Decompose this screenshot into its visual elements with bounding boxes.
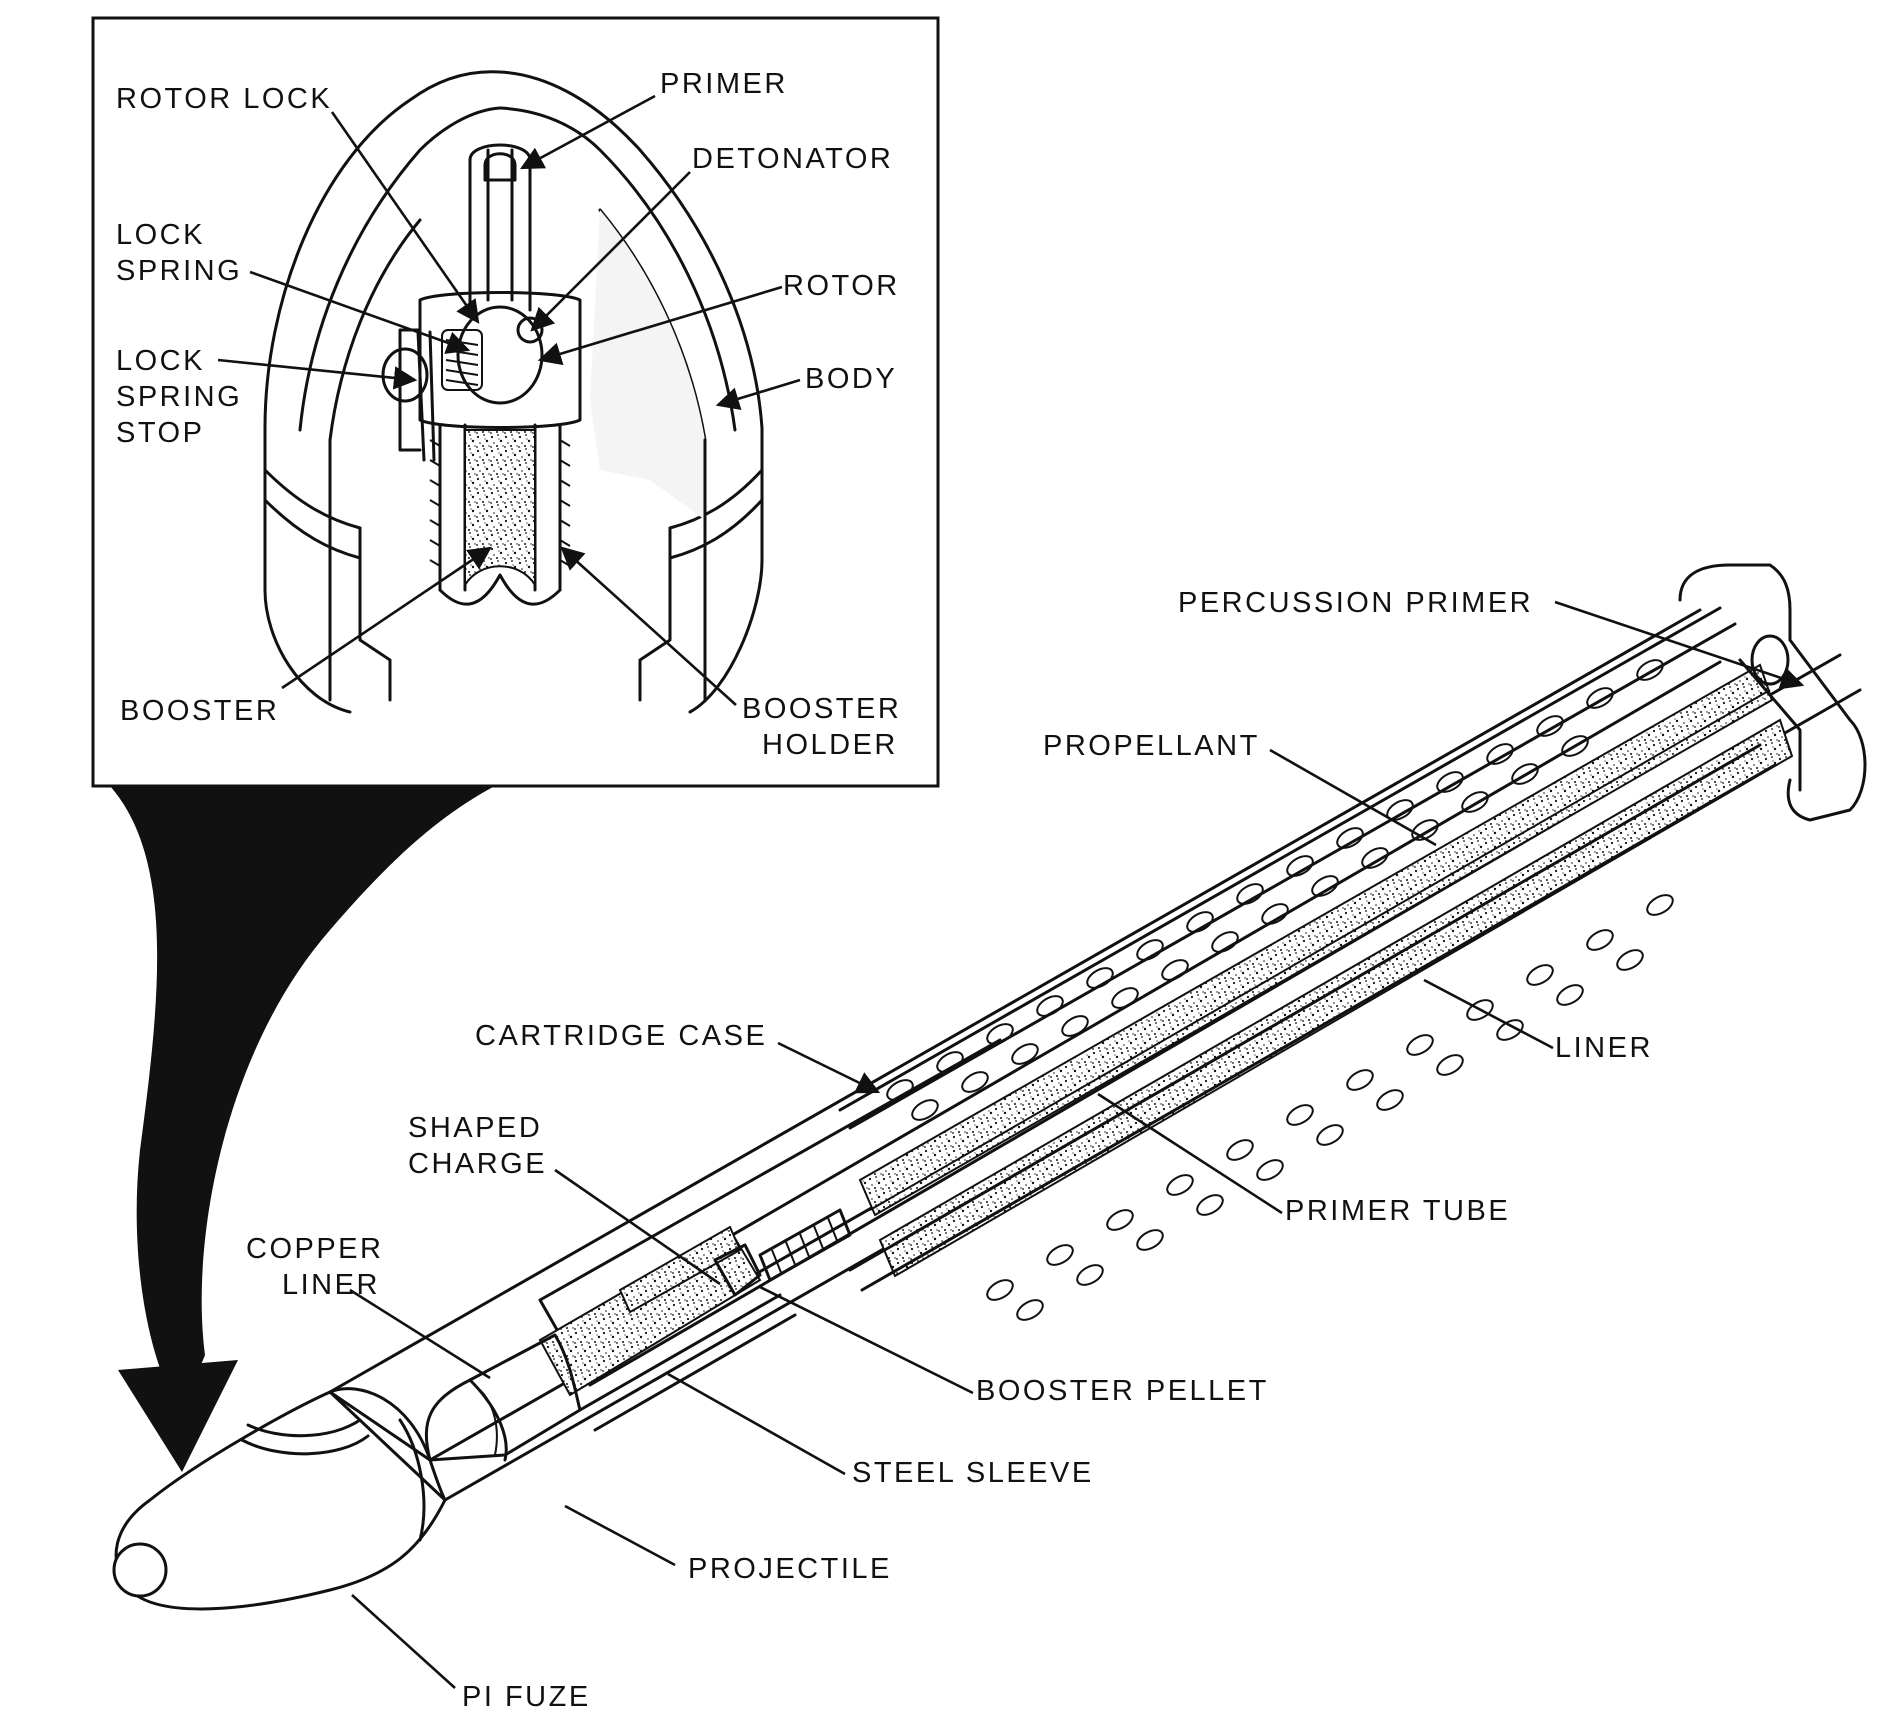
lock-spring-leader xyxy=(249,270,471,354)
case-perforations xyxy=(886,659,1664,1121)
booster-holder-leader xyxy=(560,546,737,706)
label-shaped-charge-line1: SHAPED xyxy=(408,1112,542,1144)
copper-liner-leader xyxy=(349,1288,491,1380)
label-pi-fuze: PI FUZE xyxy=(462,1681,591,1713)
lock-spring-stop-leader xyxy=(217,358,418,390)
projectile-leader xyxy=(564,1504,676,1567)
label-primer-tube: PRIMER TUBE xyxy=(1285,1195,1510,1227)
liner-leader xyxy=(1423,978,1554,1050)
steel-sleeve-leader xyxy=(667,1372,846,1476)
label-percussion-primer: PERCUSSION PRIMER xyxy=(1178,587,1533,619)
main-leaders xyxy=(349,600,1805,1689)
cartridge-cutaway-icon xyxy=(112,563,1867,1611)
shaped-charge-leader xyxy=(554,1168,721,1286)
label-booster-holder-line1: BOOSTER xyxy=(742,693,901,725)
label-body: BODY xyxy=(805,363,897,395)
label-rotor-lock: ROTOR LOCK xyxy=(116,83,332,115)
liner-perforations xyxy=(986,894,1674,1321)
percussion-primer-leader xyxy=(1554,600,1805,690)
inset-leaders xyxy=(217,94,801,706)
label-booster-pellet: BOOSTER PELLET xyxy=(976,1375,1269,1407)
label-booster: BOOSTER xyxy=(120,695,279,727)
primer-tube-leader xyxy=(1097,1092,1283,1215)
body-leader xyxy=(715,378,801,411)
label-lock-spring-stop-line1: LOCK xyxy=(116,345,205,377)
fuze-cutaway-icon xyxy=(263,70,764,714)
label-copper-liner-line1: COPPER xyxy=(246,1233,383,1265)
label-detonator: DETONATOR xyxy=(692,143,893,175)
label-lock-spring-stop-line3: STOP xyxy=(116,417,204,449)
detonator-leader xyxy=(530,171,691,332)
primer-leader xyxy=(519,94,656,170)
label-liner: LINER xyxy=(1555,1032,1653,1064)
label-projectile: PROJECTILE xyxy=(688,1553,892,1585)
label-cartridge-case: CARTRIDGE CASE xyxy=(475,1020,767,1052)
pi-fuze-nose xyxy=(112,1387,447,1611)
rotor-leader xyxy=(537,285,783,366)
booster-leader xyxy=(281,546,492,690)
label-lock-spring-line2: SPRING xyxy=(116,255,242,287)
pi-fuze-leader xyxy=(351,1594,456,1689)
curved-callout-arrow-icon xyxy=(110,786,495,1472)
label-booster-holder-line2: HOLDER xyxy=(762,729,898,761)
label-lock-spring-line1: LOCK xyxy=(116,219,205,251)
label-copper-liner-line2: LINER xyxy=(282,1269,380,1301)
label-lock-spring-stop-line2: SPRING xyxy=(116,381,242,413)
propellant-leader xyxy=(1269,748,1437,847)
label-rotor: ROTOR xyxy=(783,270,900,302)
label-shaped-charge-line2: CHARGE xyxy=(408,1148,547,1180)
booster-pellet-leader xyxy=(759,1285,974,1395)
rotor-lock-leader xyxy=(330,111,480,324)
label-propellant: PROPELLANT xyxy=(1043,730,1260,762)
label-steel-sleeve: STEEL SLEEVE xyxy=(852,1457,1094,1489)
label-primer: PRIMER xyxy=(660,68,788,100)
cartridge-case-leader xyxy=(777,1041,881,1094)
fuze-inset: ROTOR LOCK PRIMER DETONATOR LOCK SPRING … xyxy=(91,16,940,788)
